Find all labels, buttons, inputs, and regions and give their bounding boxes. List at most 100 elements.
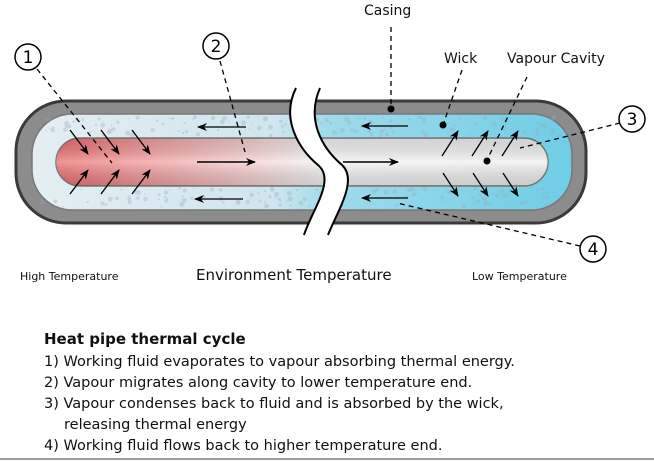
wick-speckle <box>520 200 525 206</box>
caption-step-2: 2) Vapour migrates along cavity to lower… <box>44 375 473 391</box>
wick-speckle <box>523 131 527 135</box>
wick-speckle <box>264 203 269 209</box>
wick-speckle <box>471 196 475 200</box>
wick-speckle <box>268 195 272 199</box>
wick-speckle <box>499 188 504 193</box>
wick-speckle <box>483 201 488 206</box>
wick-speckle <box>504 192 509 197</box>
wick-speckle <box>375 187 380 192</box>
wick-speckle <box>246 115 250 119</box>
wick-speckle <box>490 192 493 195</box>
wick-speckle <box>247 127 250 129</box>
wick-speckle <box>45 117 49 121</box>
wick-speckle <box>50 128 55 133</box>
wick-speckle <box>502 192 508 198</box>
svg-text:1: 1 <box>23 48 34 68</box>
wick-speckle <box>392 189 397 194</box>
wick-speckle <box>414 191 418 195</box>
wick-speckle <box>258 199 262 203</box>
wick-speckle <box>127 200 132 205</box>
wick-speckle <box>177 130 180 133</box>
label-high-temperature: High Temperature <box>20 270 119 283</box>
wick-speckle <box>500 117 503 121</box>
wick-speckle <box>101 122 103 124</box>
wick-speckle <box>371 132 373 134</box>
wick-speckle <box>150 127 155 133</box>
wick-speckle <box>134 190 139 195</box>
wick-speckle <box>61 205 64 208</box>
wick-speckle <box>100 122 106 128</box>
wick-speckle <box>221 116 227 121</box>
wick-speckle <box>284 123 287 126</box>
wick-speckle <box>136 190 142 195</box>
wick-speckle <box>346 120 352 125</box>
wick-speckle <box>181 195 184 198</box>
wick-speckle <box>538 123 543 128</box>
marker-2: 2 <box>202 32 230 60</box>
label-wick: Wick <box>444 51 478 67</box>
evaporation-arrows <box>69 129 151 195</box>
wick-speckle <box>459 117 462 120</box>
caption-step-3: 3) Vapour condenses back to fluid and is… <box>44 396 504 412</box>
wick-speckle <box>240 120 246 126</box>
wick-speckle <box>505 122 508 125</box>
wick-speckle <box>161 122 165 126</box>
wick-speckle <box>164 199 168 203</box>
wick-speckle <box>40 198 44 201</box>
wick-speckle <box>111 127 116 132</box>
wick-speckle <box>535 128 539 133</box>
marker-3: 3 <box>618 105 646 133</box>
wick-speckle <box>280 199 282 202</box>
wick-speckle <box>332 130 337 135</box>
wick-speckle <box>344 116 350 122</box>
marker-4: 4 <box>579 235 607 263</box>
svg-text:2: 2 <box>211 37 222 57</box>
wick-speckle <box>384 132 389 137</box>
wick-speckle <box>157 198 160 201</box>
wick-speckle <box>157 193 161 197</box>
wick-speckle <box>163 195 167 199</box>
wick-speckle <box>100 201 105 206</box>
wick-speckle <box>339 128 345 133</box>
condensation-arrows <box>441 130 519 197</box>
wick-speckle <box>551 115 557 120</box>
wick-speckle <box>315 188 319 192</box>
wick-speckle <box>135 115 140 120</box>
wick-speckle <box>411 192 416 197</box>
wick-speckle <box>492 122 497 127</box>
wick-speckle <box>184 129 189 134</box>
wick-speckle <box>116 120 120 124</box>
wick-speckle <box>278 119 283 123</box>
wick-speckle <box>181 131 185 135</box>
wick-speckle <box>64 121 70 127</box>
wick-speckle <box>166 197 169 200</box>
wick-speckle <box>383 191 386 194</box>
wick-speckle <box>367 129 372 134</box>
wick-speckle <box>369 132 374 137</box>
wick-speckle <box>269 187 275 192</box>
wick-speckle <box>127 117 130 120</box>
wick-speckle <box>287 196 293 202</box>
wick-speckle <box>202 195 206 199</box>
wick-speckle <box>79 119 81 122</box>
wick-speckle <box>281 124 284 128</box>
wick-speckle <box>53 199 58 204</box>
wick-speckle <box>545 195 550 200</box>
wick-speckle <box>106 129 112 135</box>
wick-speckle <box>548 117 551 121</box>
svg-text:4: 4 <box>588 240 599 260</box>
wick-speckle <box>482 115 488 121</box>
wick-speckle <box>128 195 131 198</box>
wick-speckle <box>453 124 457 128</box>
wick-speckle <box>251 123 254 126</box>
wick-speckle <box>136 196 140 200</box>
wick-speckle <box>217 129 220 132</box>
wick-speckle <box>421 119 426 124</box>
wick-speckle <box>222 200 225 204</box>
wick-speckle <box>163 190 169 195</box>
wick-speckle <box>503 128 506 131</box>
wick-speckle <box>107 196 113 202</box>
wick-speckle <box>536 121 540 125</box>
leader-dots <box>387 105 491 165</box>
